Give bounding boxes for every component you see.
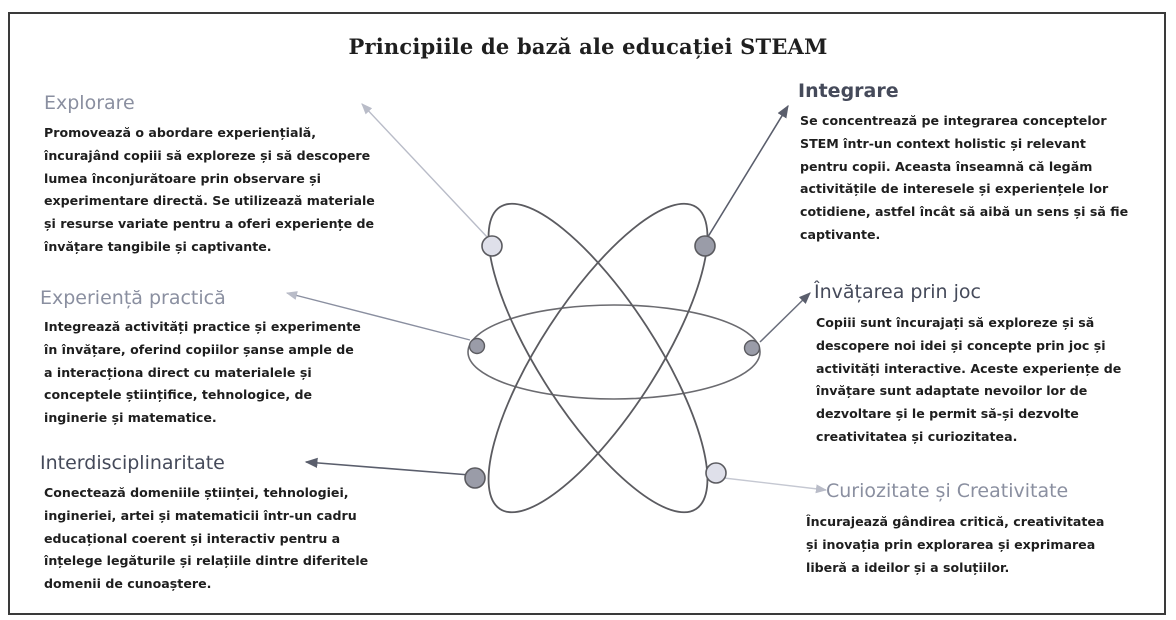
text-integrare-line: cotidiene, astfel încât să aibă un sens … [800,204,1129,220]
text-explorare-line: încurajând copiii să exploreze și să des… [44,147,371,163]
text-experienta-line: în învățare, oferind copiilor șanse ampl… [44,341,354,357]
text-invatarea-prin-joc: Copiii sunt încurajați să exploreze și s… [816,312,1121,449]
text-experienta-line: conceptele științifice, tehnologice, de [44,387,313,403]
text-integrare-line: captivante. [800,226,881,242]
text-experienta-line: inginerie și matematice. [44,410,217,426]
text-interdisciplinaritate-line: înțelege legăturile și relațiile dintre … [44,553,369,569]
text-explorare-line: Promovează o abordare experiențială, [44,125,317,140]
text-joc-line: dezvoltare și le permit să-și dezvolte [816,406,1079,422]
diagram-border [8,12,1166,615]
text-integrare: Se concentrează pe integrarea conceptelo… [800,110,1128,247]
text-integrare-line: STEM într-un context holistic și relevan… [800,135,1086,151]
text-interdisciplinaritate-line: educațional coerent și interactiv pentru… [44,530,341,546]
text-curiozitate-line: Încurajează gândirea critică, creativita… [806,514,1105,529]
heading-experienta-practica: Experiență practică [40,287,226,309]
arrow-explorare [361,103,489,239]
text-joc-line: activități interactive. Aceste experienț… [816,360,1122,376]
heading-explorare: Explorare [44,92,135,114]
node-curiozitate [705,462,727,484]
text-explorare-line: lumea înconjurătoare prin observare și [44,170,321,186]
text-curiozitate-line: liberă a ideilor și a soluțiilor. [806,559,1010,575]
text-interdisciplinaritate: Conectează domeniile științei, tehnologi… [44,482,368,596]
arrow-integrare [705,104,789,241]
arrow-invatarea-prin-joc [759,292,811,343]
heading-interdisciplinaritate: Interdisciplinaritate [40,452,225,474]
orbit-diagonal-left [487,202,709,514]
text-interdisciplinaritate-line: domenii de cunoaștere. [44,576,212,592]
text-experienta-practica: Integrează activități practice și experi… [44,316,361,430]
text-joc-line: creativitatea și curiozitatea. [816,428,1018,444]
text-experienta-line: a interacționa direct cu materialele și [44,364,312,380]
text-explorare-line: experimentare directă. Se utilizează mat… [44,193,375,209]
text-curiozitate-line: și inovația prin explorarea și exprimare… [806,536,1096,552]
text-joc-line: Copiii sunt încurajați să exploreze și s… [816,315,1095,330]
node-experienta-practica [468,337,486,355]
text-integrare-line: Se concentrează pe integrarea conceptelo… [800,113,1107,128]
heading-curiozitate-creativitate: Curiozitate și Creativitate [826,480,1069,502]
node-integrare [694,235,716,257]
orbit-horizontal [467,304,761,400]
text-integrare-line: activitățile de interesele și experiențe… [800,181,1109,197]
arrow-experienta-practica [285,291,471,341]
text-interdisciplinaritate-line: ingineriei, artei și matematicii într-un… [44,507,357,523]
diagram-title: Principiile de bază ale educației STEAM [348,34,828,59]
text-explorare: Promovează o abordare experiențială, înc… [44,122,375,259]
heading-invatarea-prin-joc: Învățarea prin joc [814,281,981,303]
node-explorare [481,235,503,257]
arrow-interdisciplinaritate [304,457,471,476]
node-invatarea-prin-joc [743,339,761,357]
text-interdisciplinaritate-line: Conectează domeniile științei, tehnologi… [44,485,349,500]
text-experienta-line: Integrează activități practice și experi… [44,319,361,334]
text-explorare-line: și resurse variate pentru a oferi experi… [44,216,375,232]
node-interdisciplinaritate [464,467,486,489]
heading-integrare: Integrare [798,80,899,102]
text-explorare-line: învățare tangibile și captivante. [44,238,272,254]
text-integrare-line: pentru copii. Aceasta înseamnă că legăm [800,158,1093,174]
orbit-diagonal-right [487,202,709,514]
text-joc-line: învățare sunt adaptate nevoilor lor de [816,383,1088,399]
text-curiozitate-creativitate: Încurajează gândirea critică, creativita… [806,511,1104,579]
text-joc-line: descopere noi idei și concepte prin joc … [816,337,1106,353]
arrow-curiozitate [723,477,828,494]
